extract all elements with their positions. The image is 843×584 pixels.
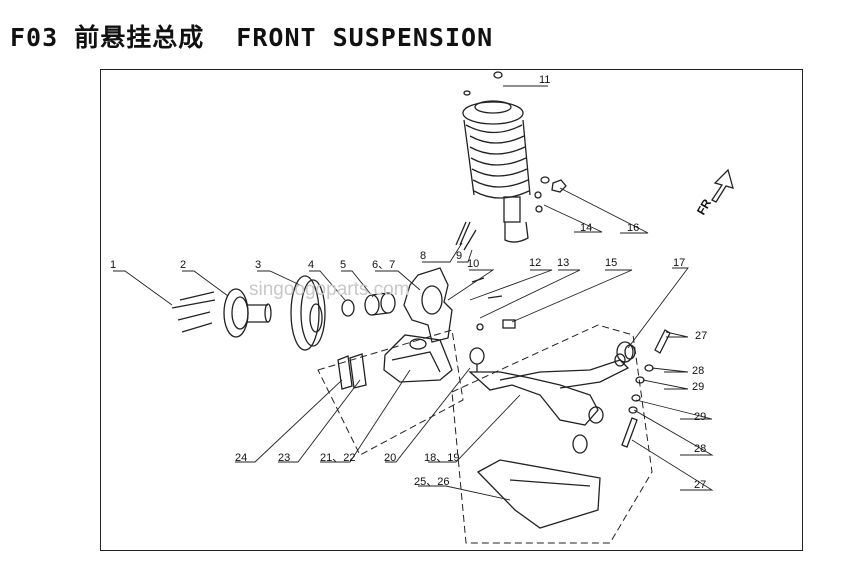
bushing-lower [572, 434, 588, 454]
callout-label: 8 [420, 250, 427, 262]
callout-label: 11 [539, 74, 551, 86]
bolt-8b [463, 229, 477, 251]
page-title: F03 前悬挂总成 FRONT SUSPENSION [10, 23, 494, 52]
nut-top [463, 90, 471, 96]
callout-label: 3 [255, 259, 262, 271]
washer-14a [534, 191, 542, 199]
circlip-4 [341, 299, 355, 317]
skid-plate-25-26 [476, 459, 601, 529]
brake-disc-3 [290, 275, 326, 351]
washer-16 [540, 176, 550, 184]
callout-label: 29 [692, 381, 705, 393]
callout-label: 21、22 [320, 452, 356, 464]
callout-label: 20 [384, 452, 397, 464]
callout-label: 13 [557, 257, 570, 269]
brake-pad-23 [349, 353, 367, 389]
callout-label: 27 [695, 330, 708, 342]
front-arrow [711, 168, 734, 203]
callout-label: 16 [627, 222, 640, 234]
callout-label: 15 [605, 257, 618, 269]
bolt-1 [171, 299, 216, 333]
washer-14b [535, 205, 543, 213]
caliper-21-22 [383, 334, 453, 383]
callout-label: 24 [235, 452, 248, 464]
ball-joint-20 [469, 347, 485, 372]
strut-assembly [462, 100, 531, 243]
diagram-frame [100, 69, 803, 551]
caliper-group-boundary [317, 329, 464, 456]
bearing-5 [364, 292, 396, 316]
bushing-17 [616, 341, 636, 363]
nut-11 [493, 71, 503, 79]
callout-label: 18、19 [424, 452, 460, 464]
callout-label: 10 [467, 258, 480, 270]
pin-27-upper [654, 329, 671, 354]
watermark: singoogoparts.com [249, 279, 410, 300]
callout-label: 27 [694, 479, 707, 491]
brake-pad-24 [337, 355, 353, 390]
lower-arm-group-boundary [451, 324, 653, 544]
callout-label: 12 [529, 257, 542, 269]
callout-label: 14 [580, 222, 593, 234]
bolt-8a [455, 221, 471, 246]
callout-label: 6、7 [372, 259, 396, 271]
callout-label: 9 [456, 250, 463, 262]
callout-label: 28 [694, 443, 707, 455]
callout-label: 1 [110, 259, 117, 271]
callout-label: 28 [692, 365, 705, 377]
hub-2 [223, 288, 272, 338]
callout-label: 29 [694, 411, 707, 423]
knuckle-6-7 [403, 267, 453, 343]
callout-label: 4 [308, 259, 315, 271]
callout-label: 5 [340, 259, 347, 271]
callout-label: 25、26 [414, 476, 450, 488]
pin-27-lower [621, 417, 638, 448]
callout-label: 17 [673, 257, 686, 269]
callout-label: 2 [180, 259, 187, 271]
nut-16 [551, 179, 567, 193]
lower-arm-18-19 [468, 353, 630, 426]
callout-label: 23 [278, 452, 291, 464]
